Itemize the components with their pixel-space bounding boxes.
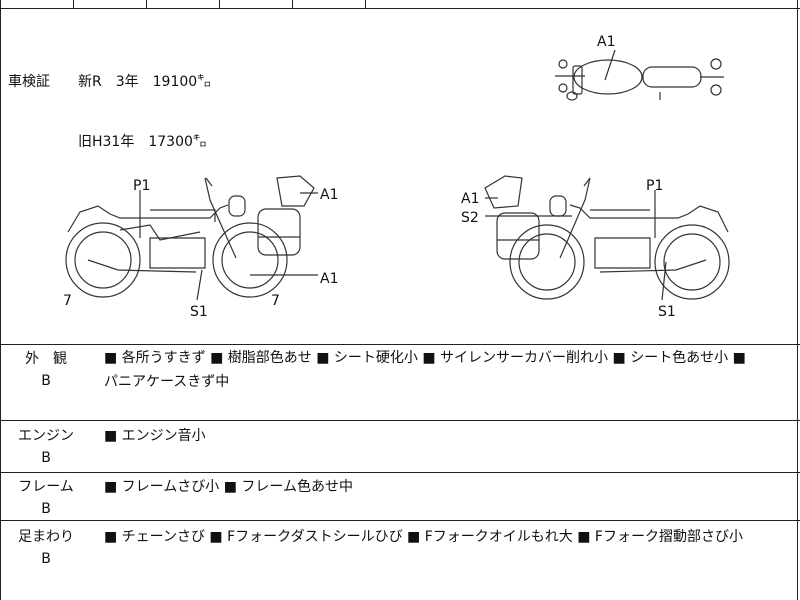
category-exterior: 外 観 B [0, 348, 92, 392]
label-right-a1: A1 [461, 191, 479, 207]
label-left-7-rear: 7 [271, 293, 280, 309]
grade-exterior: B [41, 373, 51, 389]
frame-items: ■ フレームさび小 ■ フレーム色あせ中 [104, 475, 794, 499]
top-header-strip [0, 0, 800, 9]
label-left-a1-lower: A1 [320, 271, 338, 287]
exterior-line-2: パニアケースきず中 [104, 374, 230, 390]
inspection-label: 車検証 [8, 74, 50, 90]
exterior-line-1: ■ 各所うすきず ■ 樹脂部色あせ ■ シート硬化小 ■ サイレンサーカバー削れ… [104, 350, 746, 366]
frame-line-1: ■ フレームさび小 ■ フレーム色あせ中 [104, 479, 353, 495]
motorcycle-right-view [484, 175, 730, 301]
label-right-p1: P1 [646, 178, 663, 194]
grade-suspension: B [41, 551, 51, 567]
category-engine: エンジン B [0, 425, 92, 469]
motorcycle-top-view [555, 49, 724, 101]
engine-line-1: ■ エンジン音小 [104, 428, 206, 444]
label-top-a1: A1 [597, 34, 615, 50]
label-left-a1-upper: A1 [320, 187, 338, 203]
label-right-s2: S2 [461, 210, 479, 226]
grade-engine: B [41, 450, 51, 466]
suspension-items: ■ チェーンさび ■ Fフォークダストシールひび ■ Fフォークオイルもれ大 ■… [104, 525, 794, 549]
divider-4 [0, 520, 800, 521]
motorcycle-left-view [65, 175, 318, 301]
exterior-items: ■ 各所うすきず ■ 樹脂部色あせ ■ シート硬化小 ■ サイレンサーカバー削れ… [104, 346, 794, 394]
damage-diagram: A1 P1 A1 A1 S1 7 7 A1 S2 P1 S1 [63, 34, 730, 320]
inspection-block: 車検証 新R 3年 19100㌔ 旧H31年 17300㌔ [8, 32, 211, 172]
divider-3 [0, 472, 800, 473]
label-left-p1: P1 [133, 178, 150, 194]
label-left-s1: S1 [190, 304, 208, 320]
category-frame: フレーム B [0, 476, 92, 520]
suspension-line-1: ■ チェーンさび ■ Fフォークダストシールひび ■ Fフォークオイルもれ大 ■… [104, 529, 743, 545]
category-suspension: 足まわり B [0, 526, 92, 570]
engine-items: ■ エンジン音小 [104, 424, 794, 448]
inspection-new: 新R 3年 19100㌔ [78, 74, 212, 90]
grade-frame: B [41, 501, 51, 517]
inspection-old: 旧H31年 17300㌔ [78, 134, 207, 150]
divider-2 [0, 420, 800, 421]
label-left-7-front: 7 [63, 293, 72, 309]
label-right-s1: S1 [658, 304, 676, 320]
divider-1 [0, 344, 800, 345]
